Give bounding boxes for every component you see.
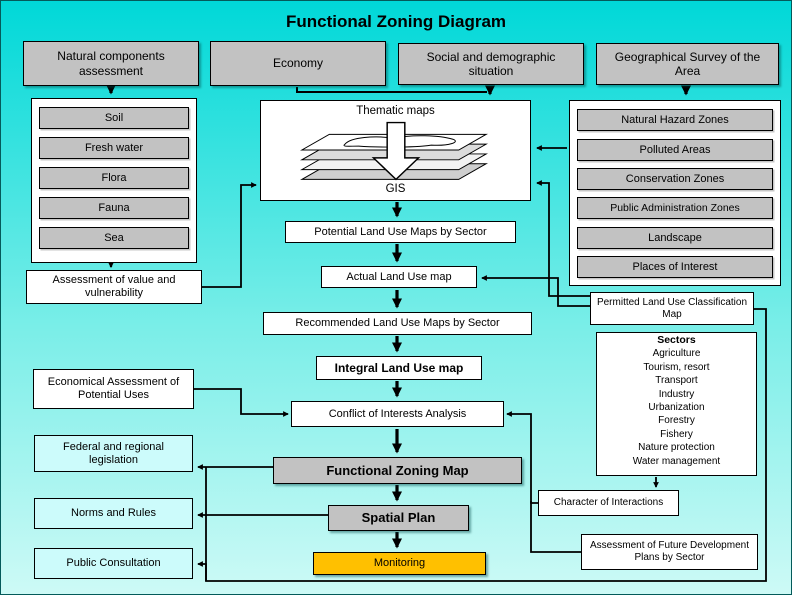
- box-federal-legislation: Federal and regional legislation: [34, 435, 193, 472]
- box-functional-zoning-map: Functional Zoning Map: [273, 457, 522, 484]
- box-recommended-land-use: Recommended Land Use Maps by Sector: [263, 312, 532, 335]
- sector-transport: Transport: [655, 375, 698, 387]
- box-potential-land-use: Potential Land Use Maps by Sector: [285, 221, 516, 243]
- box-conflict-analysis: Conflict of Interests Analysis: [291, 401, 504, 427]
- box-geographical-survey: Geographical Survey of the Area: [596, 43, 779, 85]
- component-flora: Flora: [39, 167, 189, 189]
- box-permitted-land-use-map: Permitted Land Use Classification Map: [590, 292, 754, 325]
- box-integral-land-use: Integral Land Use map: [316, 356, 482, 380]
- sector-urbanization: Urbanization: [648, 402, 705, 414]
- sector-fishery: Fishery: [660, 428, 693, 440]
- thematic-maps-label: Thematic maps: [356, 105, 435, 117]
- sector-industry: Industry: [658, 388, 695, 400]
- gis-label: GIS: [385, 183, 406, 196]
- box-actual-land-use: Actual Land Use map: [321, 266, 477, 288]
- box-economical-assessment: Economical Assessment of Potential Uses: [33, 369, 194, 409]
- component-sea: Sea: [39, 227, 189, 249]
- box-character-of-interactions: Character of Interactions: [538, 490, 679, 516]
- zones-panel: [569, 100, 781, 286]
- box-public-consultation: Public Consultation: [34, 548, 193, 579]
- box-future-development-assessment: Assessment of Future Development Plans b…: [581, 534, 758, 570]
- sector-water-management: Water management: [632, 455, 721, 467]
- map-layers-icon: [300, 121, 489, 181]
- sector-forestry: Forestry: [658, 415, 695, 427]
- zone-natural-hazard: Natural Hazard Zones: [577, 109, 773, 131]
- box-assessment-value-vulnerability: Assessment of value and vulnerability: [26, 270, 202, 304]
- zone-public-administration: Public Administration Zones: [577, 197, 773, 219]
- box-monitoring: Monitoring: [313, 552, 486, 575]
- zone-landscape: Landscape: [577, 227, 773, 249]
- box-thematic-maps-gis: Thematic maps GIS: [260, 100, 531, 201]
- sector-tourism: Tourism, resort: [643, 361, 710, 373]
- page-title: Functional Zoning Diagram: [285, 12, 507, 31]
- sectors-title: Sectors: [657, 334, 696, 346]
- box-norms-and-rules: Norms and Rules: [34, 498, 193, 529]
- component-fauna: Fauna: [39, 197, 189, 219]
- box-economy: Economy: [210, 41, 386, 86]
- sector-nature-protection: Nature protection: [638, 442, 715, 454]
- box-natural-components-assessment: Natural components assessment: [23, 41, 199, 86]
- zone-polluted-areas: Polluted Areas: [577, 139, 773, 161]
- component-fresh-water: Fresh water: [39, 137, 189, 159]
- down-block-arrow-icon: [371, 121, 421, 181]
- zone-places-of-interest: Places of Interest: [577, 256, 773, 278]
- sector-agriculture: Agriculture: [652, 348, 701, 360]
- box-social-demographic: Social and demographic situation: [398, 43, 584, 85]
- box-spatial-plan: Spatial Plan: [328, 505, 469, 531]
- component-soil: Soil: [39, 107, 189, 129]
- zone-conservation: Conservation Zones: [577, 168, 773, 190]
- box-sectors: Sectors Agriculture Tourism, resort Tran…: [596, 332, 757, 476]
